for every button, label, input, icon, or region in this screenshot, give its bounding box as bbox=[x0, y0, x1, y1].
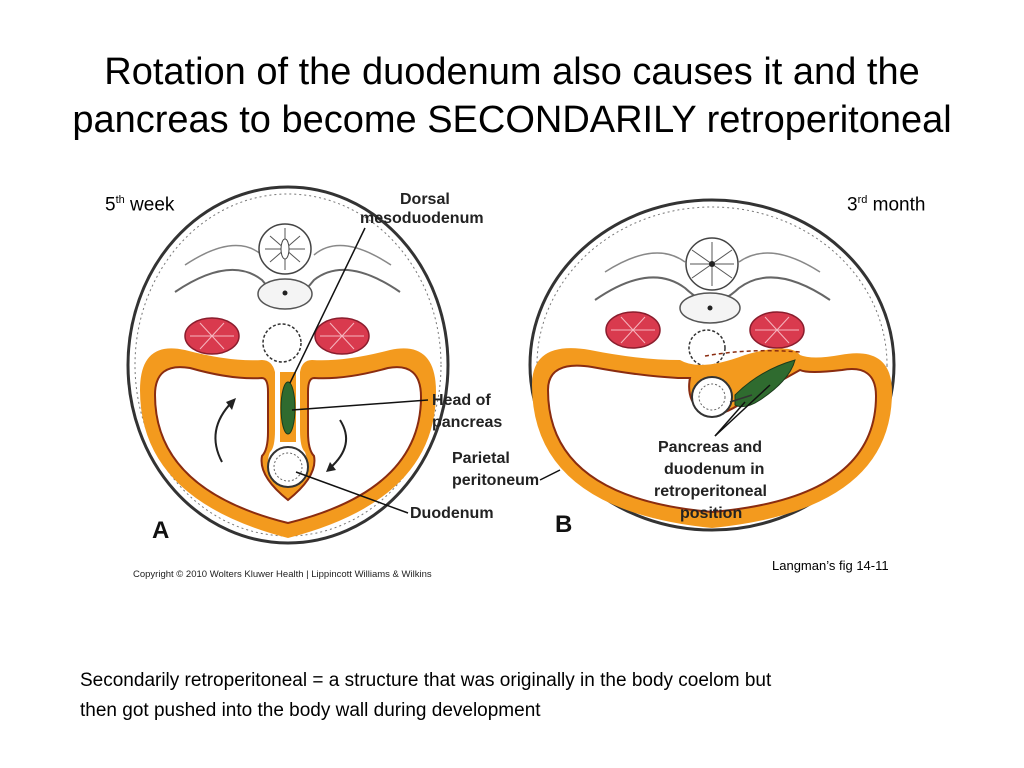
figure-labels: Dorsal mesoduodenum Head of pancreas Par… bbox=[152, 191, 771, 544]
title-line-2: pancreas to become SECONDARILY retroperi… bbox=[72, 99, 952, 141]
label-pancreas-and: Pancreas and bbox=[658, 439, 762, 456]
label-retroperitoneal: retroperitoneal bbox=[654, 483, 767, 500]
label-dorsal: Dorsal bbox=[400, 191, 450, 208]
panel-b-aorta bbox=[688, 329, 726, 367]
label-peritoneum: peritoneum bbox=[452, 472, 539, 489]
label-pancreas: pancreas bbox=[432, 414, 502, 431]
definition-text: Secondarily retroperitoneal = a structur… bbox=[80, 666, 980, 726]
panel-a-rotation-arrow-right bbox=[329, 419, 348, 469]
definition-line-1: Secondarily retroperitoneal = a structur… bbox=[80, 670, 772, 691]
panel-b-coelom bbox=[546, 364, 878, 514]
stage-label-5th-week: 5th week bbox=[105, 194, 175, 216]
label-parietal: Parietal bbox=[452, 450, 510, 467]
definition-line-2: then got pushed into the body wall durin… bbox=[80, 700, 541, 721]
panel-b-diagram bbox=[528, 198, 896, 532]
label-head-of: Head of bbox=[432, 392, 491, 409]
panel-a-diagram bbox=[126, 185, 450, 545]
panel-b-letter: B bbox=[555, 511, 572, 538]
panel-a-aorta bbox=[262, 323, 302, 363]
stage-label-3rd-month: 3rd month bbox=[847, 194, 926, 216]
embryo-cross-section-figure: Dorsal mesoduodenum Head of pancreas Par… bbox=[126, 185, 896, 545]
figure-reference: Langman’s fig 14-11 bbox=[772, 558, 889, 573]
label-position: position bbox=[680, 505, 742, 522]
panel-a-letter: A bbox=[152, 517, 169, 544]
figure-copyright: Copyright © 2010 Wolters Kluwer Health |… bbox=[133, 569, 432, 580]
label-duodenum: Duodenum bbox=[410, 505, 494, 522]
panel-a-rotation-arrow-left bbox=[214, 401, 233, 463]
title-line-1: Rotation of the duodenum also causes it … bbox=[104, 51, 920, 93]
label-mesoduodenum: mesoduodenum bbox=[360, 210, 484, 227]
slide-title: Rotation of the duodenum also causes it … bbox=[20, 48, 1004, 144]
panel-a-pancreas-head bbox=[280, 381, 296, 435]
label-duodenum-in: duodenum in bbox=[664, 461, 764, 478]
